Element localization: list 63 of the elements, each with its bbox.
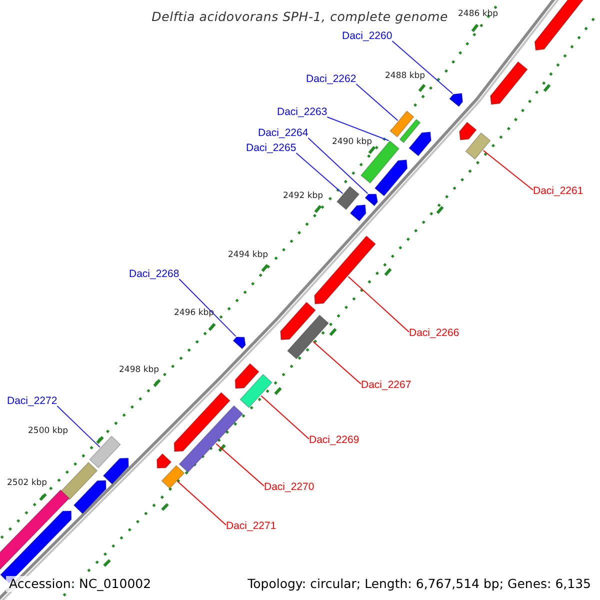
gene-block (89, 436, 121, 468)
gene-pentagon (490, 61, 528, 105)
gene-label: Daci_2261 (533, 185, 584, 198)
gene-label: Daci_2267 (361, 379, 412, 392)
gene-label: Daci_2266 (409, 327, 460, 340)
gene-pentagon (280, 302, 316, 340)
gene-pentagon (174, 392, 230, 452)
leader-line (177, 480, 226, 526)
gene-label: Daci_2271 (226, 520, 276, 533)
gene-pentagon (73, 480, 106, 514)
gene-label: Daci_2262 (306, 73, 356, 86)
gene-label: Daci_2260 (342, 30, 392, 43)
gene-pentagon (374, 160, 408, 196)
leader-line (296, 152, 344, 194)
gene-block (399, 118, 421, 144)
gene-pentagon (364, 194, 378, 206)
gene-block (178, 405, 244, 473)
leader-line (482, 150, 534, 190)
gene-pentagon (350, 204, 366, 222)
gene-pentagon (459, 122, 477, 140)
gene-pentagon (102, 458, 129, 485)
kbp-tick-label: 2502 kbp (7, 478, 48, 489)
gene-block (60, 462, 98, 500)
kbp-tick-label: 2488 kbp (385, 71, 426, 82)
gene-label: Daci_2263 (277, 106, 328, 119)
gene-pentagon (232, 336, 246, 350)
gene-pentagon (449, 92, 464, 107)
kbp-tick-label: 2492 kbp (283, 191, 324, 202)
gene-block (286, 314, 330, 360)
leader-line (178, 278, 236, 337)
gene-block (465, 132, 491, 160)
leader-line (260, 395, 310, 440)
leader-line (216, 443, 264, 486)
gene-label: Daci_2268 (129, 268, 180, 281)
kbp-tick-label: 2486 kbp (458, 9, 498, 20)
gene-label: Daci_2269 (309, 434, 360, 447)
kbp-tick-label: 2500 kbp (28, 426, 68, 437)
gene-block (336, 186, 360, 210)
gene-pentagon (156, 453, 172, 468)
kbp-tick-label: 2490 kbp (332, 137, 372, 148)
gene-block (161, 465, 185, 489)
leader-line (308, 138, 368, 194)
leader-line (312, 341, 362, 384)
gene-pentagon (314, 236, 376, 304)
leader-line (326, 116, 390, 142)
gene-label: Daci_2272 (7, 395, 58, 408)
gene-block (0, 489, 70, 571)
leader-line (348, 276, 410, 332)
gene-label: Daci_2265 (246, 142, 296, 155)
leader-line (56, 406, 100, 448)
leader-line (392, 40, 454, 94)
kbp-tick-label: 2496 kbp (174, 308, 214, 319)
kbp-tick-label: 2494 kbp (228, 250, 268, 261)
gene-pentagon (234, 363, 260, 389)
map-title: Delftia acidovorans SPH-1, complete genome (152, 8, 448, 26)
gene-block (390, 110, 414, 138)
gene-pentagon (534, 0, 586, 51)
leader-line (356, 84, 398, 121)
gene-label: Daci_2264 (258, 127, 308, 140)
kbp-tick-label: 2498 kbp (119, 365, 160, 376)
gene-block (240, 374, 272, 408)
gene-pentagon (408, 132, 432, 156)
gene-label: Daci_2270 (264, 481, 314, 494)
